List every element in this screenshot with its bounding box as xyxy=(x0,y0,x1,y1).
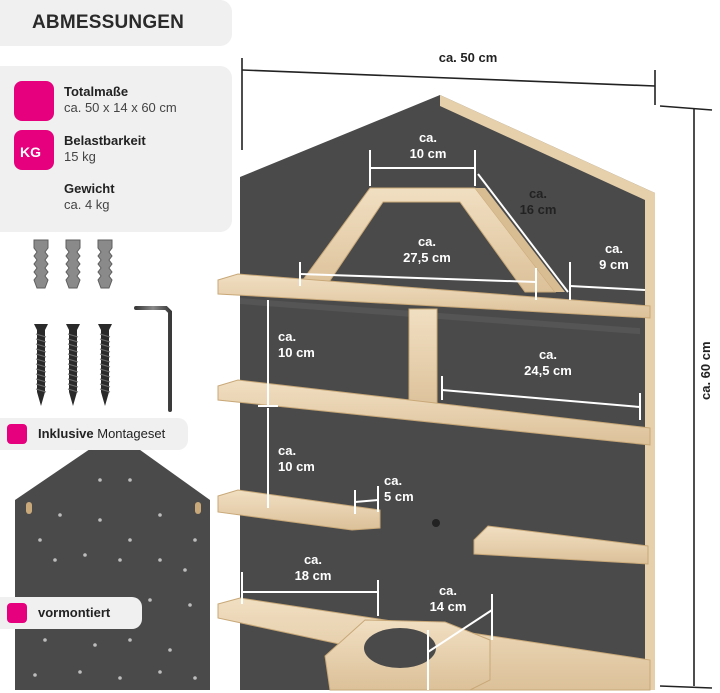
dim-value: 16 cm xyxy=(519,202,557,217)
specs-panel: KG Totalmaße ca. 50 x 14 x 60 cm Belastb… xyxy=(0,66,232,232)
spec-weight: Gewicht ca. 4 kg xyxy=(64,181,115,212)
dim-roof-slope: ca. 16 cm xyxy=(508,186,568,218)
dim-roof-base: ca. 27,5 cm xyxy=(392,234,462,266)
dim-value: 9 cm xyxy=(599,257,629,272)
dim-value: 10 cm xyxy=(278,459,315,474)
resize-arrow-icon-box xyxy=(14,81,54,121)
board-back-view xyxy=(15,432,210,690)
premounted-badge: vormontiert xyxy=(0,597,142,629)
dim-middle-shelf: ca. 24,5 cm xyxy=(512,347,584,379)
dim-prefix: ca. xyxy=(538,347,558,362)
dim-prefix: ca. xyxy=(528,186,548,201)
dimension-lines xyxy=(241,58,713,689)
spec-value: 15 kg xyxy=(64,149,96,164)
dim-prefix: ca. xyxy=(278,329,297,344)
dim-prefix: ca. xyxy=(417,234,437,249)
divider-post xyxy=(408,308,438,412)
premounted-label: vormontiert xyxy=(38,605,111,620)
dim-prefix: ca. xyxy=(278,443,297,458)
dim-value: 18 cm xyxy=(294,568,332,583)
inclusive-rest: Montageset xyxy=(93,426,166,441)
dim-value: 10 cm xyxy=(409,146,447,161)
wall-plugs xyxy=(33,239,113,289)
dimension-lines-white xyxy=(241,150,646,690)
shelf-top xyxy=(217,273,651,335)
dim-prefix: ca. xyxy=(303,552,323,567)
spec-total-dimensions: Totalmaße ca. 50 x 14 x 60 cm xyxy=(64,84,177,115)
dim-prefix: ca. xyxy=(604,241,624,256)
shelf-middle xyxy=(217,379,651,446)
dim-gap-lower: ca. 10 cm xyxy=(278,443,328,475)
dim-bottom-left: ca. 18 cm xyxy=(283,552,343,584)
shelf-small-left xyxy=(217,489,381,531)
dim-value: 10 cm xyxy=(278,345,315,360)
dim-value: 27,5 cm xyxy=(403,250,451,265)
shelf-right xyxy=(473,525,649,565)
spec-value: ca. 4 kg xyxy=(64,197,110,212)
dim-bottom-center: ca. 14 cm xyxy=(418,583,478,615)
dim-value: 24,5 cm xyxy=(524,363,572,378)
screws xyxy=(34,324,112,406)
check-icon-box xyxy=(7,424,27,444)
check-icon-box xyxy=(7,603,27,623)
page-title: ABMESSUNGEN xyxy=(32,12,185,33)
spec-value: ca. 50 x 14 x 60 cm xyxy=(64,100,177,115)
spec-label: Totalmaße xyxy=(64,84,129,99)
kg-weight-icon: KG xyxy=(14,130,54,170)
dim-height-total: ca. 60 cm xyxy=(698,341,713,400)
dim-prefix: ca. xyxy=(418,130,438,145)
spec-label: Gewicht xyxy=(64,181,115,196)
spec-label: Belastbarkeit xyxy=(64,133,146,148)
dim-prefix: ca. xyxy=(438,583,458,598)
dim-value: 5 cm xyxy=(384,489,414,504)
allen-key xyxy=(134,306,172,412)
kg-label: KG xyxy=(20,144,41,160)
dim-width-total: ca. 50 cm xyxy=(438,50,498,65)
dim-right-top-shelf: ca. 9 cm xyxy=(586,241,642,273)
inclusive-bold: Inklusive xyxy=(38,426,94,441)
section-title-box: ABMESSUNGEN xyxy=(0,0,232,46)
dim-roof-top: ca. 10 cm xyxy=(398,130,458,162)
spec-load-capacity: Belastbarkeit 15 kg xyxy=(64,133,146,164)
dim-value: 14 cm xyxy=(429,599,467,614)
dim-prefix: ca. xyxy=(384,473,403,488)
inclusive-badge: Inklusive Montageset xyxy=(0,418,188,450)
dim-gap-upper: ca. 10 cm xyxy=(278,329,328,361)
dim-small-shelf: ca. 5 cm xyxy=(384,473,434,505)
